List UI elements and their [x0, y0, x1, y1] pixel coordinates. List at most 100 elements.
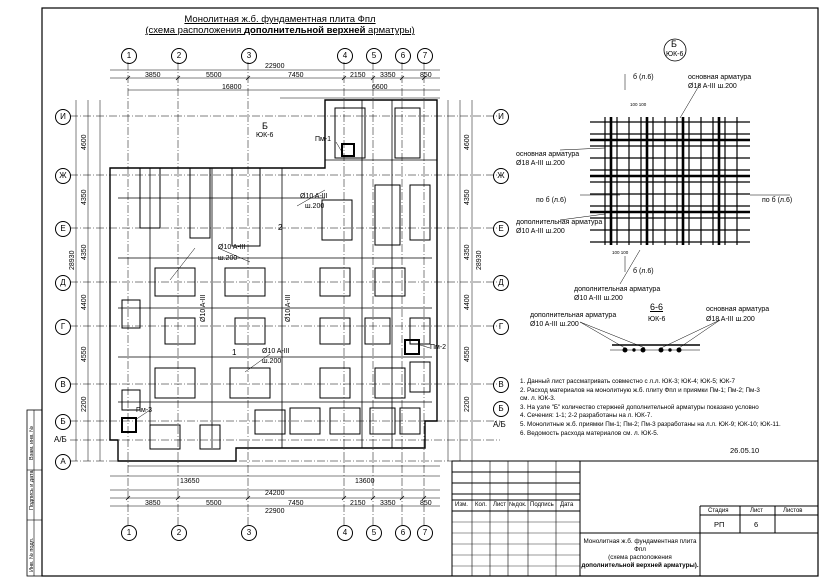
section-66-add-spec: Ø10 A-III ш.200 — [530, 321, 579, 328]
detail-b-cut-left: по б (л.6) — [536, 197, 567, 204]
axis-row-ab-right: А/Б — [493, 420, 506, 429]
detail-b-main-rebar-spec: Ø18 A-III ш.200 — [688, 83, 737, 90]
note-1: 1. Данный лист рассматривать совместно с… — [520, 378, 736, 385]
pit-pm2 — [404, 339, 420, 355]
rebar-label-v1: Ø10 A-III — [200, 294, 207, 322]
rebar-zones — [121, 107, 431, 450]
axis-col-1-bottom: 1 — [121, 525, 137, 541]
section-66-main-label: основная арматура — [706, 306, 770, 313]
title-line2-post: арматуры) — [365, 25, 415, 36]
stamp-col-kol: Кол. — [475, 502, 487, 508]
axis-col-7-top: 7 — [417, 48, 433, 64]
dim-bottom-sub2: 13650 — [180, 478, 200, 485]
stamp-desc-line1: Монолитная ж.б. фундаментная плита Фпл — [583, 538, 697, 553]
stamp-sheet-label: Лист — [750, 508, 764, 514]
dim-bottom-seg-1: 3850 — [145, 500, 161, 507]
axis-row-ab-left: А/Б — [54, 435, 67, 444]
section-66-add-label: дополнительная арматура — [530, 312, 617, 319]
dim-left-seg-6: 2200 — [81, 396, 88, 412]
detail-b-add-rebar-label2: дополнительная арматура — [574, 286, 661, 293]
title-block — [451, 460, 819, 577]
detail-b-cut-right: по б (л.6) — [762, 197, 793, 204]
dim-right-seg-1: 4600 — [464, 134, 471, 150]
pit-pm2-label: Пм-2 — [430, 344, 447, 351]
drawing-date: 26.05.10 — [730, 446, 760, 455]
detail-b-main-rebar-label2: основная арматура — [516, 151, 580, 158]
stamp-desc-line3: дополнительной верхней арматуры). — [581, 562, 699, 569]
stamp-col-podpis: Подпись — [530, 502, 554, 508]
note-2b: см. л. ЮК-3. — [520, 395, 556, 403]
detail-b-main-rebar-spec2: Ø18 A-III ш.200 — [516, 160, 565, 167]
stamp-sheets-label: Листов — [783, 508, 803, 514]
rebar-label-v2: Ø10 A-III — [285, 294, 292, 322]
stamp-desc-line2: (схема расположения — [608, 554, 672, 561]
dim-top-seg-6: 850 — [420, 72, 432, 79]
stamp-sheet-value: 6 — [754, 520, 759, 529]
axis-col-5-bottom: 5 — [366, 525, 382, 541]
drawing-title: Монолитная ж.б. фундаментная плита Фпл (… — [140, 14, 420, 36]
dim-right-total: 28930 — [476, 250, 483, 270]
drawing-title-line1: Монолитная ж.б. фундаментная плита Фпл — [184, 14, 376, 25]
axis-row-a-left: А — [55, 454, 71, 470]
side-stamp-signature: Подпись и дата — [29, 470, 35, 510]
dim-bottom-seg-6: 850 — [420, 500, 432, 507]
pit-pm1 — [341, 143, 355, 157]
detail-b-add-rebar-spec2: Ø10 A-III ш.200 — [574, 295, 623, 302]
pit-pm1-label: Пм-1 — [315, 136, 332, 143]
axis-row-g-right: Г — [493, 319, 509, 335]
rebar-label-3-step: ш.200 — [262, 358, 282, 365]
detail-b-spacing-bottom: 100 100 — [612, 250, 629, 255]
dim-left-seg-4: 4400 — [81, 294, 88, 310]
dim-left-seg-1: 4600 — [81, 134, 88, 150]
section-b-label: Б — [262, 121, 268, 131]
note-5: 5. Монолитные ж.б. приямки Пм-1; Пм-2; П… — [520, 420, 781, 428]
stamp-description: Монолитная ж.б. фундаментная плита Фпл (… — [580, 538, 700, 570]
dim-top-seg-2: 5500 — [206, 72, 222, 79]
rebar-lines — [118, 100, 437, 448]
title-line2-bold: дополнительной верхней — [244, 25, 366, 36]
dim-top-total: 22900 — [265, 63, 285, 70]
detail-b-grid — [559, 74, 790, 285]
rebar-label-2-step: ш.200 — [218, 255, 238, 262]
pit-pm3-label: Пм-3 — [136, 407, 153, 414]
side-stamp-inv: Инв. № подл. — [29, 537, 35, 572]
axis-col-1-top: 1 — [121, 48, 137, 64]
cut-2-label: 2 — [278, 223, 283, 232]
dim-top-seg-4: 2150 — [350, 72, 366, 79]
rebar-label-1: Ø10 A-III — [300, 193, 328, 200]
axis-row-v-left: В — [55, 377, 71, 393]
dim-top-seg-5: 3350 — [380, 72, 396, 79]
axis-row-i-left: И — [55, 109, 71, 125]
side-stamp-replace: Взам. инв. № — [29, 425, 35, 460]
axis-col-5-top: 5 — [366, 48, 382, 64]
detail-b-cut-top: б (л.6) — [633, 74, 654, 81]
pit-pm3 — [121, 417, 137, 433]
rebar-label-3: Ø10 A-III — [262, 348, 290, 355]
axis-row-v-right: В — [493, 377, 509, 393]
dim-right-seg-4: 4400 — [464, 294, 471, 310]
title-line2-pre: (схема расположения — [145, 25, 245, 36]
axis-row-e-right: Е — [493, 221, 509, 237]
axis-col-4-bottom: 4 — [337, 525, 353, 541]
dim-top-seg-1: 3850 — [145, 72, 161, 79]
stamp-stage-value: РП — [714, 520, 725, 529]
detail-b-cut-bottom: б (л.6) — [633, 268, 654, 275]
detail-b-spacing-top: 100 100 — [630, 102, 647, 107]
plate-outline — [109, 99, 438, 462]
dim-top-sub2: 6600 — [372, 84, 388, 91]
axis-row-zh-right: Ж — [493, 168, 509, 184]
detail-b-title: Б — [671, 39, 677, 49]
dim-bottom-seg-2: 5500 — [206, 500, 222, 507]
stamp-col-izm: Изм. — [455, 502, 468, 508]
detail-b-main-rebar-label: основная арматура — [688, 74, 752, 81]
note-6: 6. Ведомость расхода материалов см. л. Ю… — [520, 429, 659, 437]
dim-bottom-seg-3: 7450 — [288, 500, 304, 507]
stamp-stage-label: Стадия — [708, 508, 729, 514]
note-2: 2. Расход материалов на монолитную ж.б. … — [520, 386, 760, 394]
rebar-label-2: Ø10 A-III — [218, 244, 246, 251]
stamp-col-ndok: №док. — [509, 502, 527, 508]
axis-col-4-top: 4 — [337, 48, 353, 64]
dim-right-seg-3: 4350 — [464, 244, 471, 260]
note-3: 3. На узле "Б" количество стержней допол… — [520, 403, 759, 411]
detail-b-add-rebar-spec: Ø10 A-III ш.200 — [516, 228, 565, 235]
